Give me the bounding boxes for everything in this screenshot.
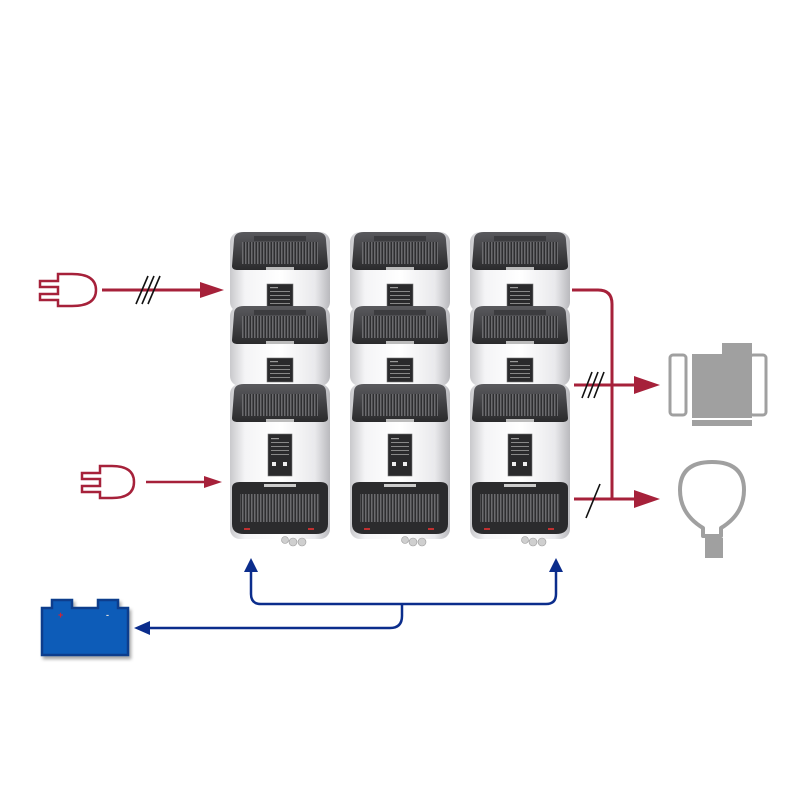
inverter-unit	[469, 383, 571, 547]
battery-positive-terminal: +	[58, 610, 63, 620]
battery-icon	[40, 598, 130, 657]
battery-negative-terminal: -	[106, 610, 109, 620]
inverter-unit	[469, 305, 571, 387]
three-phase-tick-marks	[135, 275, 161, 305]
dc-arrow-up-left	[244, 558, 258, 572]
inverter-unit	[349, 383, 451, 547]
inverter-unit	[229, 231, 331, 313]
three-phase-tick-marks	[581, 371, 605, 399]
light-bulb-icon	[678, 460, 746, 558]
plug-icon	[80, 464, 136, 500]
dc-arrow-to-battery	[134, 621, 150, 635]
inverter-stack-column-2	[349, 231, 451, 547]
plug-icon	[38, 272, 98, 308]
inverter-unit	[229, 383, 331, 547]
inverter-unit	[469, 231, 571, 313]
dc-bus	[148, 570, 558, 630]
ac-output-bus	[572, 288, 660, 519]
motor-icon	[668, 343, 768, 426]
ac-input-line-1-phase	[146, 476, 222, 488]
inverter-unit	[229, 305, 331, 387]
dc-arrow-up-right	[549, 558, 563, 572]
inverter-unit	[349, 231, 451, 313]
ac-input-line-3-phase	[102, 275, 224, 305]
single-phase-tick-mark	[585, 483, 601, 519]
inverter-stack-column-3	[469, 231, 571, 547]
inverter-unit	[349, 305, 451, 387]
inverter-stack-column-1	[229, 231, 331, 547]
